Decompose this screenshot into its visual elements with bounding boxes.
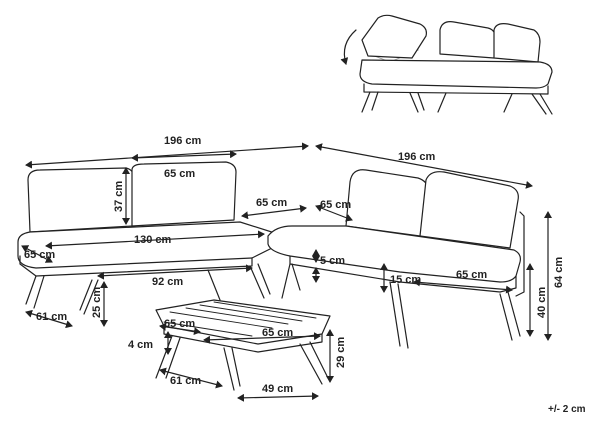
label-seat-height-right: 40 cm <box>536 287 548 318</box>
label-table-leg-width: 49 cm <box>262 383 293 395</box>
dim-line-seat-length <box>45 230 265 250</box>
dimension-lines <box>21 142 552 402</box>
label-back-cushion-height: 37 cm <box>113 181 125 212</box>
label-overall-height: 64 cm <box>553 257 565 288</box>
right-end-panel <box>515 211 525 297</box>
label-leg-depth: 61 cm <box>36 311 67 323</box>
label-table-depth: 65 cm <box>164 318 195 330</box>
thumb-frame <box>363 83 549 95</box>
dim-line-196-left <box>25 142 309 169</box>
label-cushion-thickness-small: 5 cm <box>320 255 345 267</box>
dim-line-back-width <box>131 150 237 162</box>
label-table-height: 29 cm <box>335 337 347 368</box>
table-legs <box>155 335 329 391</box>
dim-line-table-width <box>203 332 321 344</box>
right-back-cushion-2 <box>419 171 519 249</box>
dim-line-leg-depth <box>25 309 73 329</box>
label-seat-height: 25 cm <box>91 287 103 318</box>
dim-line-seat-depth <box>21 245 53 263</box>
left-legs <box>25 263 271 315</box>
thumb-back-cushion-1 <box>439 21 497 59</box>
dim-line-side-b <box>315 204 353 222</box>
label-table-leg-depth: 61 cm <box>170 375 201 387</box>
recline-arrow-icon <box>340 29 357 65</box>
thumb-legs <box>361 91 553 115</box>
dim-line-base-length <box>97 264 253 280</box>
label-total-width-right: 196 cm <box>398 151 436 163</box>
dimension-labels: 196 cm 196 cm 65 cm 37 cm 65 cm 65 cm 13… <box>24 135 586 415</box>
label-base-length: 92 cm <box>152 276 183 288</box>
label-side-depth-b: 65 cm <box>320 199 351 211</box>
dim-line-table-leg-depth <box>159 367 223 389</box>
label-seat-length: 130 cm <box>134 234 172 246</box>
label-tolerance: +/- 2 cm <box>548 404 586 415</box>
thumb-back-raised <box>361 14 427 59</box>
label-side-depth-a: 65 cm <box>256 197 287 209</box>
right-legs <box>281 263 521 349</box>
label-total-width-left: 196 cm <box>164 135 202 147</box>
label-right-seat-depth: 65 cm <box>456 269 487 281</box>
dim-line-table-depth <box>159 322 201 336</box>
label-seat-depth-left: 65 cm <box>24 249 55 261</box>
thumb-seat-cushion <box>359 59 553 89</box>
dim-line-right-seat <box>413 278 513 294</box>
dim-line-table-leg-width <box>237 392 319 402</box>
dim-line-side-a <box>241 204 307 220</box>
dim-line-196-right <box>315 143 533 189</box>
label-table-width: 65 cm <box>262 327 293 339</box>
label-table-top-thickness: 4 cm <box>128 339 153 351</box>
label-cushion-thickness: 15 cm <box>390 274 421 286</box>
label-back-cushion-width: 65 cm <box>164 168 195 180</box>
table-slats <box>163 301 317 337</box>
recline-thumbnail <box>340 14 553 115</box>
right-back-cushion-1 <box>345 169 429 237</box>
thumb-back-cushion-2 <box>493 23 541 63</box>
